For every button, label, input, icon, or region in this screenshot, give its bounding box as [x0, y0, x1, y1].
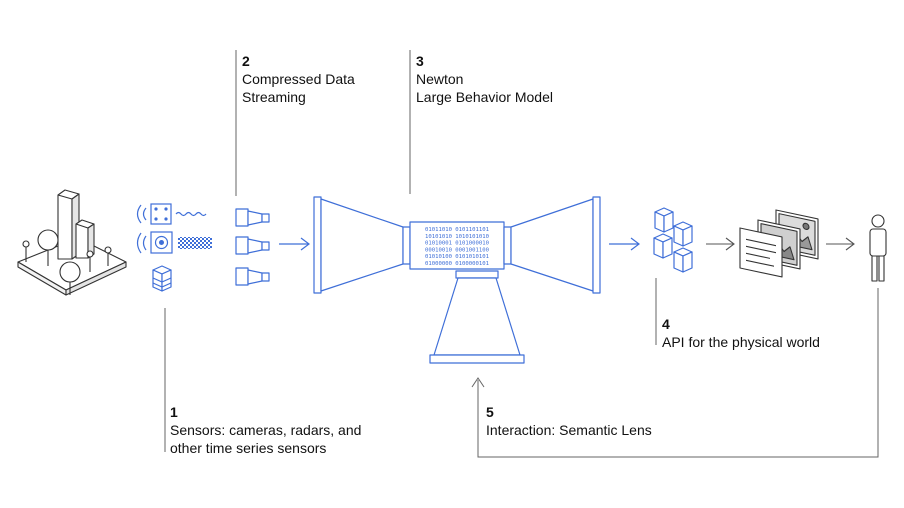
binary-row: 01011010 0101101101 [425, 227, 489, 233]
model-center-block [409, 221, 505, 270]
step-number: 3 [416, 53, 424, 69]
flow-arrows [279, 237, 640, 251]
binary-row: 01010100 0101010101 [425, 254, 489, 260]
step-text: other time series sensors [170, 440, 327, 456]
step-4-label: 4 API for the physical world [662, 315, 820, 351]
step-number: 1 [170, 404, 178, 420]
compressor-icon-top [235, 208, 270, 227]
step-text: Newton [416, 71, 464, 87]
step-text: Compressed Data [242, 71, 355, 87]
step-1-label: 1 Sensors: cameras, radars, and other ti… [170, 403, 361, 457]
lens-connector [455, 270, 499, 279]
output-arrows [706, 237, 855, 251]
compressor-icon-middle [235, 236, 270, 255]
model-right-plate [592, 196, 601, 294]
step-3-label: 3 Newton Large Behavior Model [416, 52, 553, 106]
step-5-label: 5 Interaction: Semantic Lens [486, 403, 652, 439]
feedback-arrowhead [471, 377, 485, 388]
model-left-funnel [320, 198, 404, 292]
arrow-to-model [279, 237, 310, 251]
semantic-lens-plate [429, 354, 525, 364]
radar-sensor-icon [136, 203, 207, 225]
binary-row: 01000000 0100000101 [425, 261, 489, 267]
newton-model [313, 196, 601, 364]
time-series-sensor-icon [152, 265, 172, 292]
sensor-icons [136, 203, 212, 292]
step-number: 4 [662, 316, 670, 332]
api-blocks-icon [653, 207, 693, 273]
leader-lines [164, 50, 657, 452]
model-right-connector [503, 226, 512, 265]
semantic-lens-funnel [433, 277, 521, 356]
arrow-to-api [609, 237, 640, 251]
feedback-loop [471, 288, 879, 458]
compressor-icons [235, 208, 270, 286]
camera-sensor-icon [136, 231, 212, 254]
step-text: API for the physical world [662, 334, 820, 350]
arrow-to-user [826, 237, 855, 251]
binary-row: 01010001 0101000010 [425, 241, 489, 247]
app-screens-icon [739, 209, 819, 278]
step-text: Sensors: cameras, radars, and [170, 422, 362, 438]
step-text: Streaming [242, 89, 306, 105]
binary-row: 10101010 1010101010 [425, 234, 489, 240]
model-left-plate [313, 196, 322, 294]
feedback-line [477, 288, 879, 458]
step-number: 2 [242, 53, 250, 69]
arrow-to-screens [706, 237, 735, 251]
compressor-icon-bottom [235, 267, 270, 286]
step-number: 5 [486, 404, 494, 420]
model-left-connector [402, 226, 411, 265]
step-text: Large Behavior Model [416, 89, 553, 105]
city-icon [17, 189, 127, 296]
binary-row: 00010010 0001001100 [425, 247, 489, 253]
step-text: Interaction: Semantic Lens [486, 422, 652, 438]
model-right-funnel [510, 198, 594, 292]
user-icon [869, 214, 887, 282]
step-2-label: 2 Compressed Data Streaming [242, 52, 355, 106]
